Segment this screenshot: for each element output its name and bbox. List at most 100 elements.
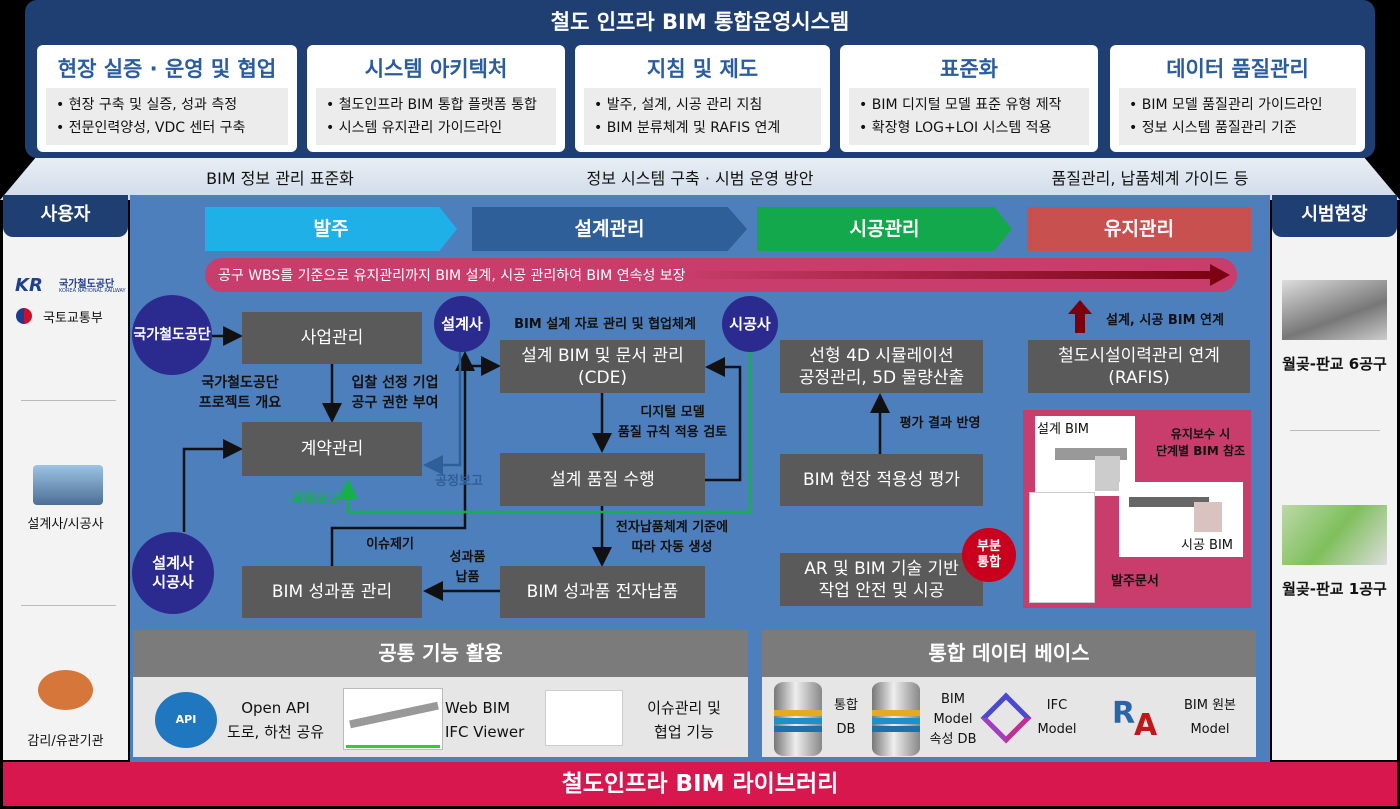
site-6-label: 월곶-판교 6공구 [1282, 355, 1387, 373]
card-title: 현장 실증 · 운영 및 협업 [57, 57, 277, 81]
bim-link-label: 설계, 시공 BIM 연계 [1106, 313, 1224, 328]
card-item: • 전문인력양성, VDC 센터 구축 [56, 120, 246, 136]
issue-thumbnail [545, 690, 623, 746]
card-body: • BIM 디지털 모델 표준 유형 제작 • 확장형 LOG+LOI 시스템 적… [849, 88, 1089, 145]
report-label-green: 공정보고 [291, 492, 339, 507]
card-title: 표준화 [940, 57, 998, 81]
order-doc-image [1029, 492, 1095, 603]
autocad-logo-icon: A [1134, 708, 1158, 743]
design-quality-box: 설계 품질 수행 [500, 453, 705, 506]
kr-logo-icon: KR [15, 275, 43, 296]
cde-box: 설계 BIM 및 문서 관리 (CDE) [500, 340, 705, 393]
bid-label: 입찰 선정 기업 공구 권한 부여 [351, 375, 439, 411]
web-bim-thumbnail [343, 688, 443, 750]
card-body: • 발주, 설계, 시공 관리 지침 • BIM 분류체계 및 RAFIS 연계 [584, 88, 821, 145]
divider [21, 605, 116, 606]
rafis-box: 철도시설이력관리 연계 (RAFIS) [1028, 340, 1250, 393]
designer-builder-circle: 설계사 시공사 [132, 532, 214, 614]
card-body: • 현장 구축 및 실증, 성과 측정 • 전문인력양성, VDC 센터 구축 [46, 88, 288, 145]
design-bim-image: 설계 BIM [1035, 416, 1135, 496]
site-sidebar: 시범현장 월곶-판교 6공구 월곶-판교 1공구 [1272, 195, 1397, 760]
bim-original-label: BIM 원본 Model [1183, 698, 1237, 737]
card-item: • 현장 구축 및 실증, 성과 측정 [56, 97, 238, 113]
bim-model-db-label: BIM Model 속성 DB [929, 692, 977, 747]
card-item: • BIM 분류체계 및 RAFIS 연계 [594, 120, 781, 136]
card-quality: 데이터 품질관리 • BIM 모델 품질관리 가이드라인 • 정보 시스템 품질관리… [1110, 45, 1365, 152]
page-title: 철도 인프라 BIM 통합운영시스템 [550, 10, 850, 34]
partial-integration-badge: 부분 통합 [962, 528, 1016, 582]
card-field: 현장 실증 · 운영 및 협업 • 현장 구축 및 실증, 성과 측정 • 전문인력… [37, 45, 297, 152]
card-item: • BIM 디지털 모델 표준 유형 제작 [859, 97, 1062, 113]
designer-builder-label: 설계사/시공사 [27, 517, 104, 532]
reflect-label: 평가 결과 반영 [899, 416, 981, 431]
phase-construction: 시공관리 [757, 207, 1012, 251]
card-body: • BIM 모델 품질관리 가이드라인 • 정보 시스템 품질관리 기준 [1119, 88, 1356, 145]
card-item: • 시스템 유지관리 가이드라인 [326, 120, 503, 136]
design-bim-label: 설계 BIM [1037, 422, 1090, 437]
simulation-box: 선형 4D 시뮬레이션 공정관리, 5D 물량산출 [780, 340, 983, 393]
integrated-db-label: 통합 DB [834, 698, 858, 737]
workers-icon [33, 465, 103, 505]
revit-logo-icon: R [1112, 696, 1136, 731]
build-bim-label: 시공 BIM [1181, 538, 1234, 553]
collab-label: BIM 설계 자료 관리 및 협업체계 [514, 317, 696, 332]
bim-library-bar: 철도인프라 BIM 라이브러리 [3, 762, 1397, 806]
business-mgmt-box: 사업관리 [242, 312, 422, 364]
card-guideline: 지침 및 제도 • 발주, 설계, 시공 관리 지침 • BIM 분류체계 및 RA… [575, 45, 830, 152]
open-api-label: Open API 도로, 하천 공유 [226, 699, 325, 741]
phase-design: 설계관리 [472, 207, 747, 251]
ifc-logo-icon [980, 692, 1032, 744]
card-item: • 철도인프라 BIM 통합 플랫폼 통합 [326, 97, 537, 113]
e-delivery-box: BIM 성과품 전자납품 [500, 566, 705, 618]
deliver-label: 성과품 납품 [449, 550, 486, 585]
sidebar-title: 시범현장 [1272, 195, 1397, 237]
contract-mgmt-box: 계약관리 [242, 422, 422, 476]
card-architecture: 시스템 아키텍처 • 철도인프라 BIM 통합 플랫폼 통합 • 시스템 유지관리 … [307, 45, 565, 152]
up-arrow-icon [1068, 300, 1092, 333]
krail-circle: 국가철도공단 [132, 295, 212, 375]
meeting-icon [38, 670, 93, 710]
overview-label: 국가철도공단 프로젝트 개요 [198, 375, 282, 411]
deliverable-mgmt-box: BIM 성과품 관리 [242, 566, 422, 618]
report-label-blue: 공정보고 [435, 474, 483, 489]
band-text: 품질관리, 납품체계 가이드 등 [1051, 169, 1249, 188]
card-title: 지침 및 제도 [646, 57, 759, 81]
db-icon [872, 682, 920, 756]
api-icon: API [155, 692, 217, 748]
maintenance-ref-panel: 설계 BIM 유지보수 시 단계별 BIM 참조 시공 BIM 발주문서 [1023, 410, 1251, 608]
user-sidebar: 사용자 KR 국가철도공단 KOREA NATIONAL RAILWAY 국토교… [3, 195, 128, 760]
molit-label: 국토교통부 [43, 311, 103, 326]
site-1-image [1282, 505, 1387, 565]
band-text: 정보 시스템 구축 · 시범 운영 방안 [586, 169, 814, 188]
card-item: • 정보 시스템 품질관리 기준 [1129, 120, 1297, 136]
db-icon [774, 682, 822, 756]
auto-gen-label: 전자납품체계 기준에 따라 자동 생성 [615, 520, 729, 555]
maint-ref-label: 유지보수 시 단계별 BIM 참조 [1155, 427, 1246, 458]
order-doc-label: 발주문서 [1111, 574, 1159, 589]
card-item: • BIM 모델 품질관리 가이드라인 [1129, 97, 1323, 113]
phase-order: 발주 [205, 207, 457, 251]
database-panel: 통합 데이터 베이스 통합 DB BIM Model 속성 DB IFC Mod… [762, 630, 1256, 757]
card-item: • 확장형 LOG+LOI 시스템 적용 [859, 120, 1052, 136]
panel-title: 통합 데이터 베이스 [762, 630, 1256, 677]
card-item: • 발주, 설계, 시공 관리 지침 [594, 97, 763, 113]
issue-label: 이슈관리 및 협업 기능 [647, 699, 721, 741]
card-title: 데이터 품질관리 [1166, 57, 1309, 81]
foundation-band [0, 150, 1400, 200]
common-functions-panel: 공통 기능 활용 API Open API 도로, 하천 공유 Web BIM … [133, 630, 748, 757]
builder-circle: 시공사 [722, 296, 778, 352]
krail-sub: KOREA NATIONAL RAILWAY [59, 288, 126, 294]
supervisor-label: 감리/유관기관 [27, 734, 104, 749]
banner-text: 공구 WBS를 기준으로 유지관리까지 BIM 설계, 시공 관리하여 BIM … [218, 268, 686, 284]
krail-label: 국가철도공단 [59, 279, 115, 290]
site-eval-box: BIM 현장 적용성 평가 [780, 454, 983, 506]
card-body: • 철도인프라 BIM 통합 플랫폼 통합 • 시스템 유지관리 가이드라인 [316, 88, 556, 145]
divider [21, 400, 116, 401]
web-bim-label: Web BIM IFC Viewer [445, 699, 525, 741]
phase-maintenance: 유지관리 [1027, 207, 1251, 251]
panel-title: 공통 기능 활용 [133, 630, 748, 677]
review-label: 디지털 모델 품질 규칙 적용 검토 [617, 405, 728, 440]
card-title: 시스템 아키텍처 [364, 57, 508, 81]
ifc-model-label: IFC Model [1037, 698, 1077, 737]
ar-box: AR 및 BIM 기술 기반 작업 안전 및 시공 [780, 553, 983, 606]
